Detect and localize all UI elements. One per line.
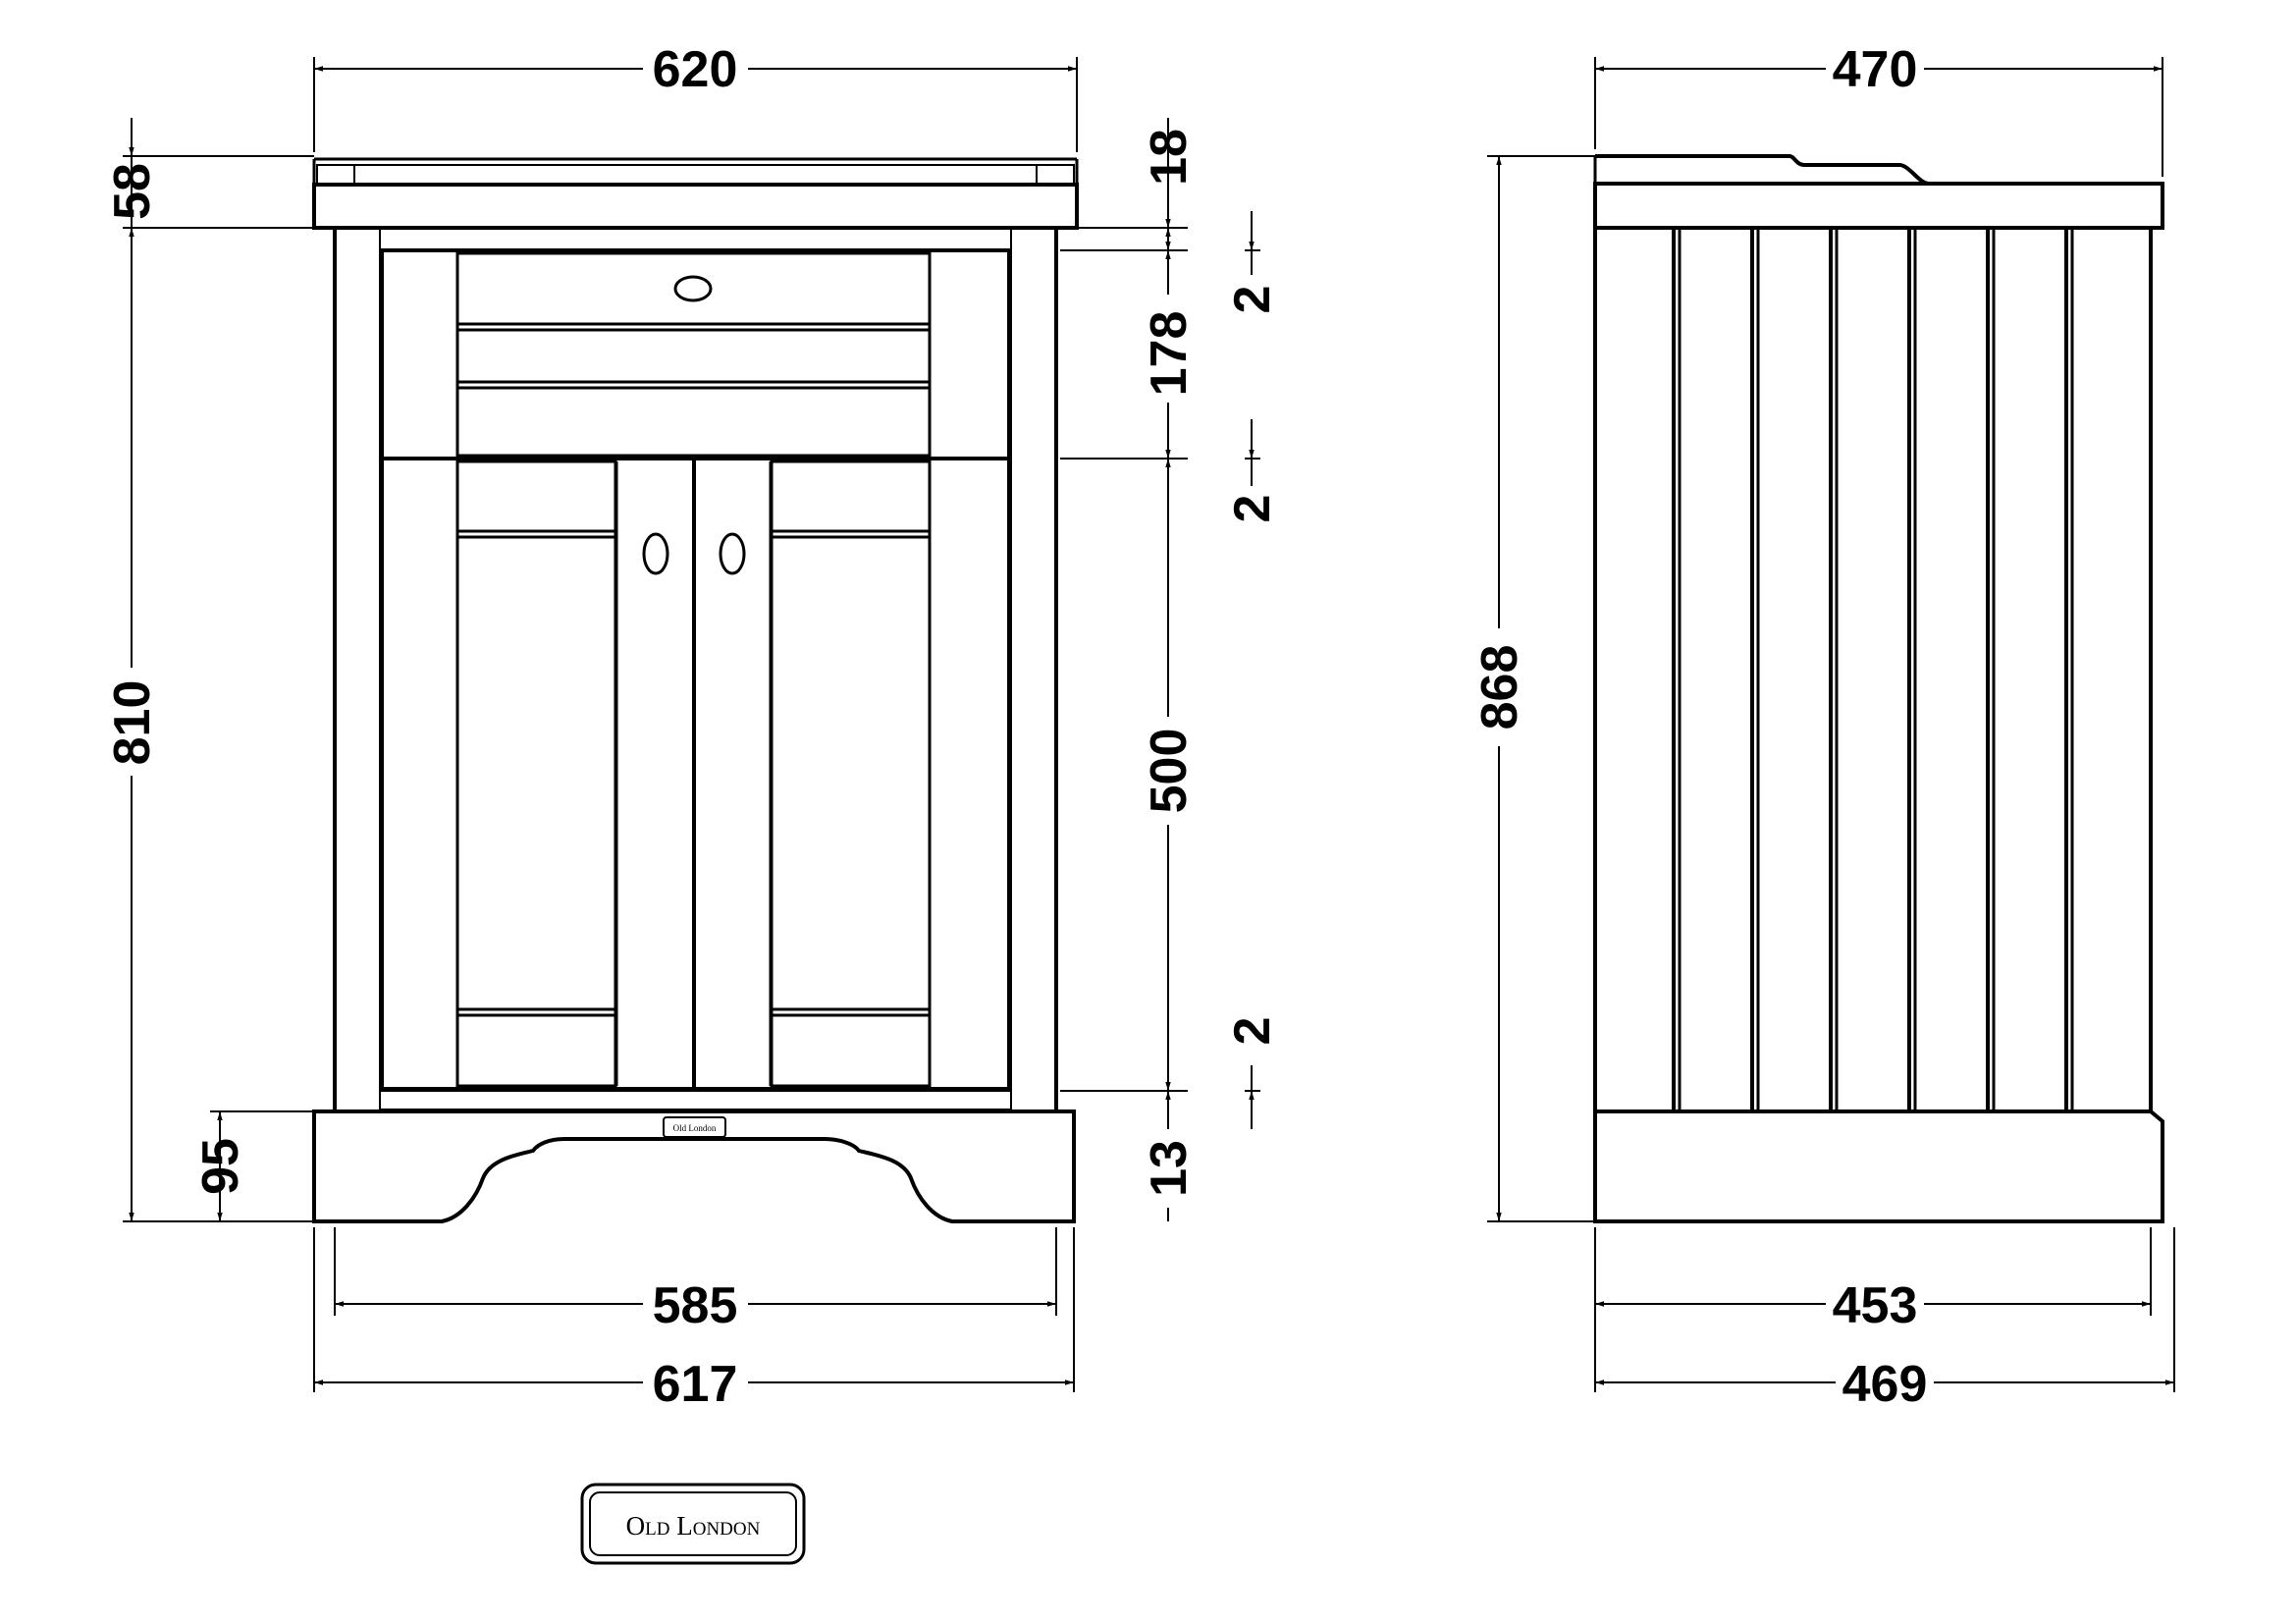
dim-585-label: 585 <box>653 1277 738 1334</box>
dim-18-label: 18 <box>1141 129 1198 186</box>
door-right-handle-icon <box>719 532 746 575</box>
dim-617-label: 617 <box>653 1356 738 1413</box>
dim-470-label: 470 <box>1833 41 1918 98</box>
old-london-logo: Old London <box>580 1483 806 1565</box>
dim-95-label: 95 <box>192 1138 249 1195</box>
dim-2-mid-label: 2 <box>1224 495 1281 523</box>
side-panel <box>1593 226 2153 1113</box>
side-dimensions: 470 868 453 469 <box>1471 41 2175 1413</box>
side-plinth <box>1593 1109 2164 1223</box>
side-grooves <box>1672 228 2074 1111</box>
dim-2-top-label: 2 <box>1224 286 1281 314</box>
dim-178-label: 178 <box>1141 311 1198 397</box>
old-london-logo-text: Old London <box>626 1511 761 1541</box>
dim-453-label: 453 <box>1833 1277 1918 1334</box>
door-right <box>614 457 1011 1091</box>
front-plinth: Old London <box>312 1109 1076 1223</box>
plinth-badge <box>663 1116 726 1138</box>
drawer-handle-icon <box>673 275 713 302</box>
dim-13-label: 13 <box>1141 1140 1198 1197</box>
front-dimensions: 620 58 810 95 18 178 500 13 <box>104 41 1281 1413</box>
door-left <box>380 457 696 1091</box>
dim-810-label: 810 <box>104 680 161 766</box>
front-worktop <box>312 157 1079 230</box>
plinth-badge-text: Old London <box>673 1123 717 1133</box>
dim-2-bottom-label: 2 <box>1224 1017 1281 1046</box>
dim-500-label: 500 <box>1141 729 1198 814</box>
dim-58-label: 58 <box>104 163 161 220</box>
dim-469-label: 469 <box>1842 1356 1928 1413</box>
dim-620-label: 620 <box>653 41 738 98</box>
side-view <box>1593 154 2164 1223</box>
front-view: Old London <box>312 157 1079 1223</box>
drawer-front <box>380 248 1011 460</box>
side-worktop <box>1593 154 2164 230</box>
dim-868-label: 868 <box>1471 645 1528 730</box>
door-left-handle-icon <box>642 532 669 575</box>
